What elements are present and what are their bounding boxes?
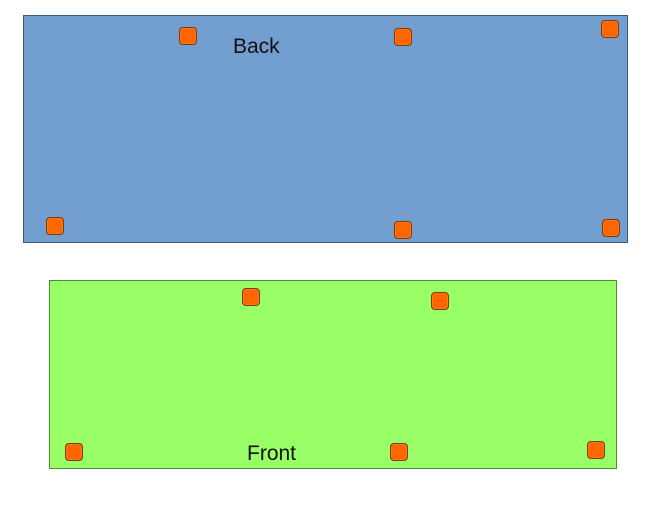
back-peg-top-right[interactable] (601, 20, 619, 38)
front-peg-bottom-left[interactable] (65, 443, 83, 461)
front-label: Front (247, 442, 297, 465)
back-peg-bottom-right[interactable] (602, 219, 620, 237)
back-peg-top-1[interactable] (179, 27, 197, 45)
back-peg-bottom-left[interactable] (46, 217, 64, 235)
back-panel[interactable]: Back (23, 15, 628, 243)
front-peg-top-2[interactable] (431, 292, 449, 310)
front-panel[interactable]: Front (49, 280, 617, 469)
front-peg-top-1[interactable] (242, 288, 260, 306)
front-peg-bottom-right[interactable] (587, 441, 605, 459)
back-peg-bottom-middle[interactable] (394, 221, 412, 239)
back-peg-top-2[interactable] (394, 28, 412, 46)
back-label: Back (233, 35, 280, 58)
front-peg-bottom-middle[interactable] (390, 443, 408, 461)
